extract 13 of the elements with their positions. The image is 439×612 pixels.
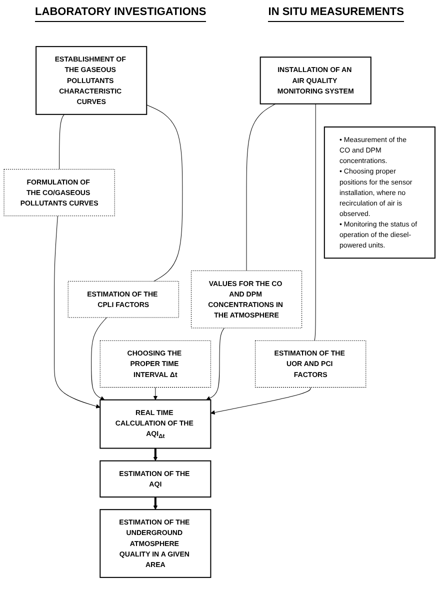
- arrow: [210, 387, 311, 415]
- column-heading: IN SITU MEASUREMENTS: [268, 6, 404, 22]
- arrow: [153, 448, 158, 462]
- arrow: [91, 317, 108, 400]
- connector: [246, 104, 276, 271]
- column-heading: LABORATORY INVESTIGATIONS: [35, 6, 206, 22]
- connector: [59, 114, 65, 170]
- arrow: [153, 497, 158, 510]
- arrow: [54, 216, 100, 408]
- connector: [314, 104, 316, 341]
- connector: [146, 104, 183, 282]
- arrow: [153, 387, 158, 400]
- arrow: [206, 328, 225, 400]
